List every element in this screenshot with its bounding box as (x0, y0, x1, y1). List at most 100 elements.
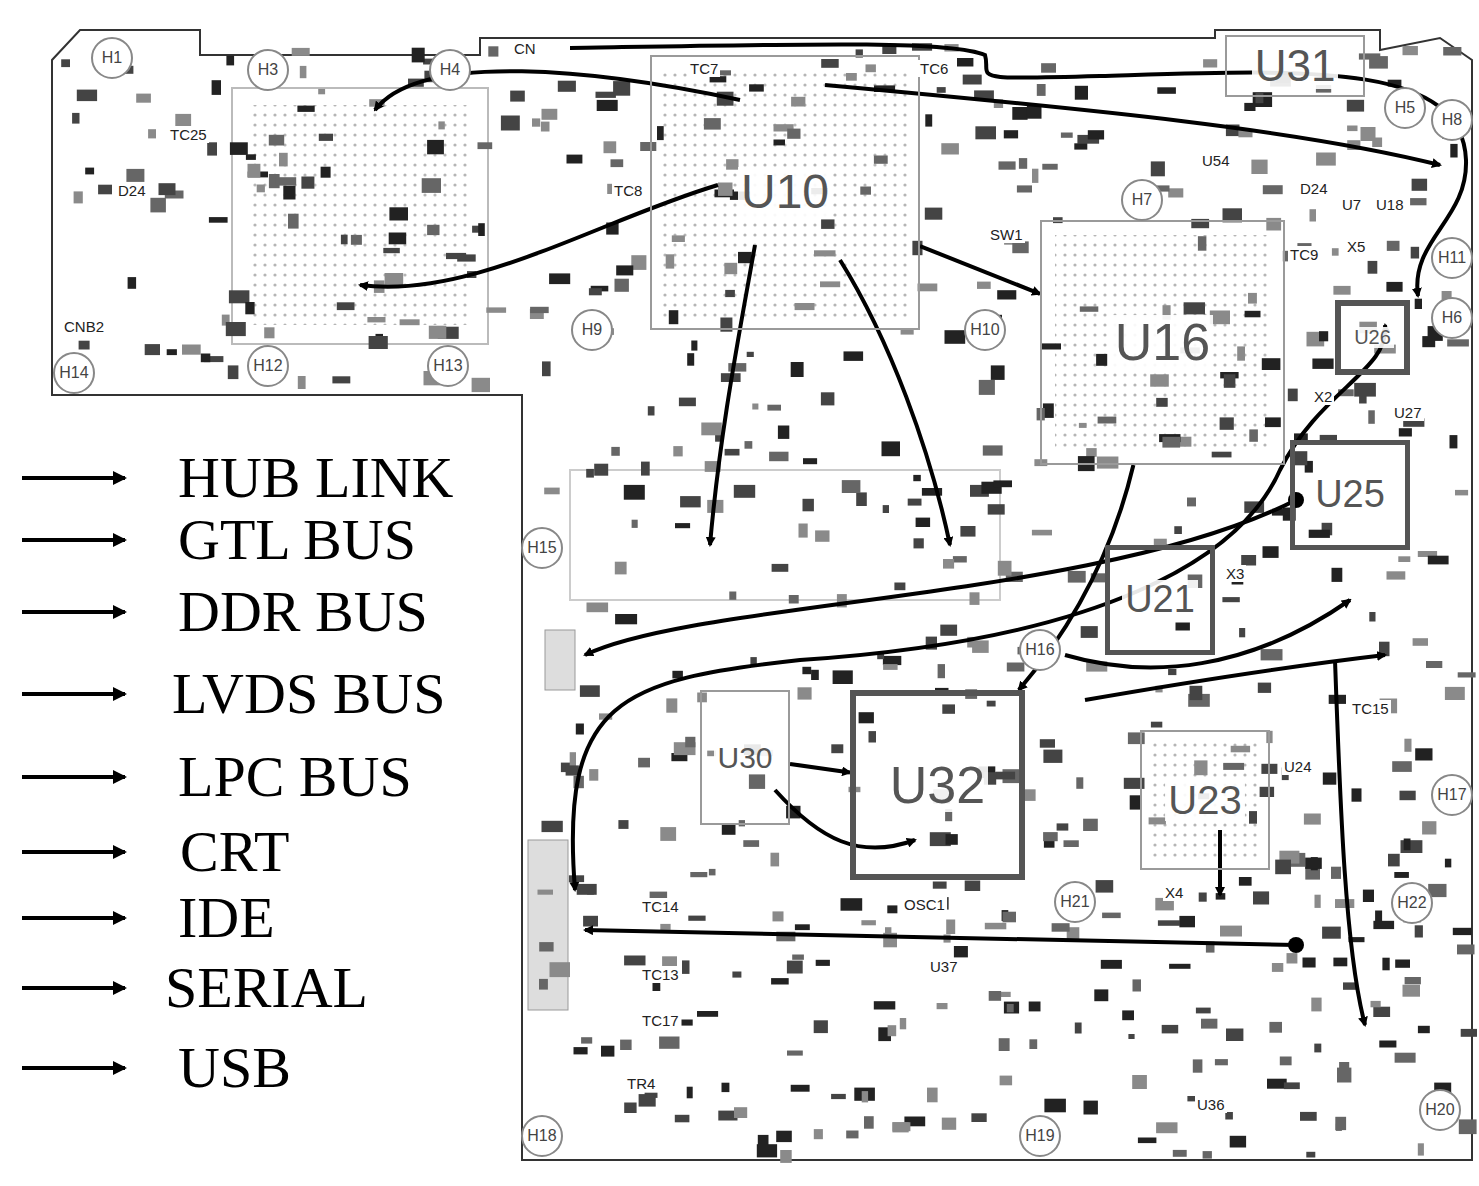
smd-part (1288, 389, 1298, 402)
smd-part (988, 504, 1005, 514)
smd-part (894, 583, 905, 591)
smd-part (675, 523, 690, 528)
smd-part (846, 73, 857, 81)
smd-part (1222, 597, 1239, 602)
smd-part (1312, 359, 1333, 369)
smd-part (687, 353, 694, 366)
smd-part (927, 1088, 938, 1103)
smd-part (945, 330, 966, 344)
smd-part (1012, 107, 1027, 120)
smd-part (1237, 346, 1245, 360)
hole-label: H13 (433, 357, 462, 375)
smd-part (874, 156, 888, 164)
smd-part (874, 1001, 896, 1009)
part-label: D24 (116, 182, 148, 199)
smd-part (1097, 457, 1119, 469)
smd-part (789, 595, 799, 604)
smd-part (601, 1046, 614, 1057)
smd-part (1074, 143, 1087, 149)
smd-part (732, 972, 741, 978)
mounting-hole: H1 (91, 37, 133, 79)
smd-part (438, 121, 444, 129)
smd-part (229, 290, 250, 303)
part-label: D24 (1298, 180, 1330, 197)
smd-part (538, 890, 554, 895)
hole-label: H8 (1442, 111, 1462, 129)
smd-part (864, 1116, 874, 1129)
smd-part (937, 87, 946, 93)
smd-part (815, 530, 829, 541)
bus-arrow (710, 245, 755, 545)
smd-part (795, 303, 815, 310)
smd-part (1080, 306, 1099, 311)
smd-part (918, 284, 938, 292)
smd-part (279, 153, 288, 167)
smd-part (1300, 1112, 1317, 1121)
smd-part (975, 126, 996, 139)
smd-part (1426, 661, 1442, 668)
part-label: TC25 (168, 126, 209, 143)
smd-part (332, 376, 350, 383)
smd-part (831, 744, 843, 753)
mounting-hole: H4 (429, 49, 471, 91)
smd-part (954, 946, 968, 957)
smd-part (943, 559, 954, 569)
smd-part (1244, 103, 1255, 111)
smd-part (795, 924, 810, 930)
smd-part (1388, 854, 1400, 867)
smd-part (128, 277, 137, 289)
smd-part (457, 254, 476, 261)
smd-part (624, 956, 645, 966)
smd-part (201, 354, 211, 363)
smd-part (883, 656, 901, 665)
smd-part (901, 329, 914, 334)
smd-part (844, 351, 864, 361)
smd-parts (61, 43, 1477, 1163)
bga-package (232, 88, 488, 344)
smd-part (1331, 867, 1341, 879)
smd-part (1241, 555, 1256, 566)
connector (545, 630, 575, 690)
smd-part (1231, 746, 1250, 753)
smd-part (892, 1122, 908, 1132)
smd-part (1332, 248, 1339, 256)
smd-part (1310, 209, 1317, 221)
smd-part (685, 737, 695, 748)
ic-package: U32 (850, 690, 1025, 880)
smd-part (942, 704, 955, 713)
smd-part (787, 1051, 803, 1056)
smd-part (1029, 1039, 1037, 1049)
smd-part (1004, 1002, 1019, 1014)
smd-part (580, 685, 600, 697)
smd-part (1363, 890, 1374, 902)
smd-part (792, 955, 804, 960)
mounting-hole: H14 (53, 352, 95, 394)
smd-part (937, 1003, 948, 1009)
smd-part (1411, 247, 1419, 259)
smd-part (749, 774, 765, 789)
smd-part (998, 561, 1012, 576)
smd-part (831, 1094, 846, 1099)
smd-part (576, 724, 584, 735)
smd-part (925, 114, 932, 126)
smd-part (1081, 626, 1098, 638)
smd-part (624, 1103, 636, 1114)
smd-part (1017, 185, 1032, 192)
smd-part (1418, 1026, 1430, 1033)
smd-part (1382, 958, 1389, 971)
smd-part (615, 562, 627, 575)
smd-part (725, 449, 740, 456)
smd-part (1044, 1099, 1066, 1113)
smd-part (1194, 760, 1207, 775)
smd-part (1361, 127, 1376, 141)
smd-part (1311, 998, 1321, 1012)
smd-part (1332, 568, 1343, 582)
smd-part (1269, 1022, 1282, 1033)
smd-part (940, 625, 957, 636)
ic-package: U30 (700, 690, 790, 825)
smd-part (860, 187, 871, 195)
smd-part (264, 327, 274, 338)
legend-text: HUB LINK (178, 449, 453, 507)
smd-part (1404, 839, 1411, 851)
smd-part (478, 142, 493, 149)
